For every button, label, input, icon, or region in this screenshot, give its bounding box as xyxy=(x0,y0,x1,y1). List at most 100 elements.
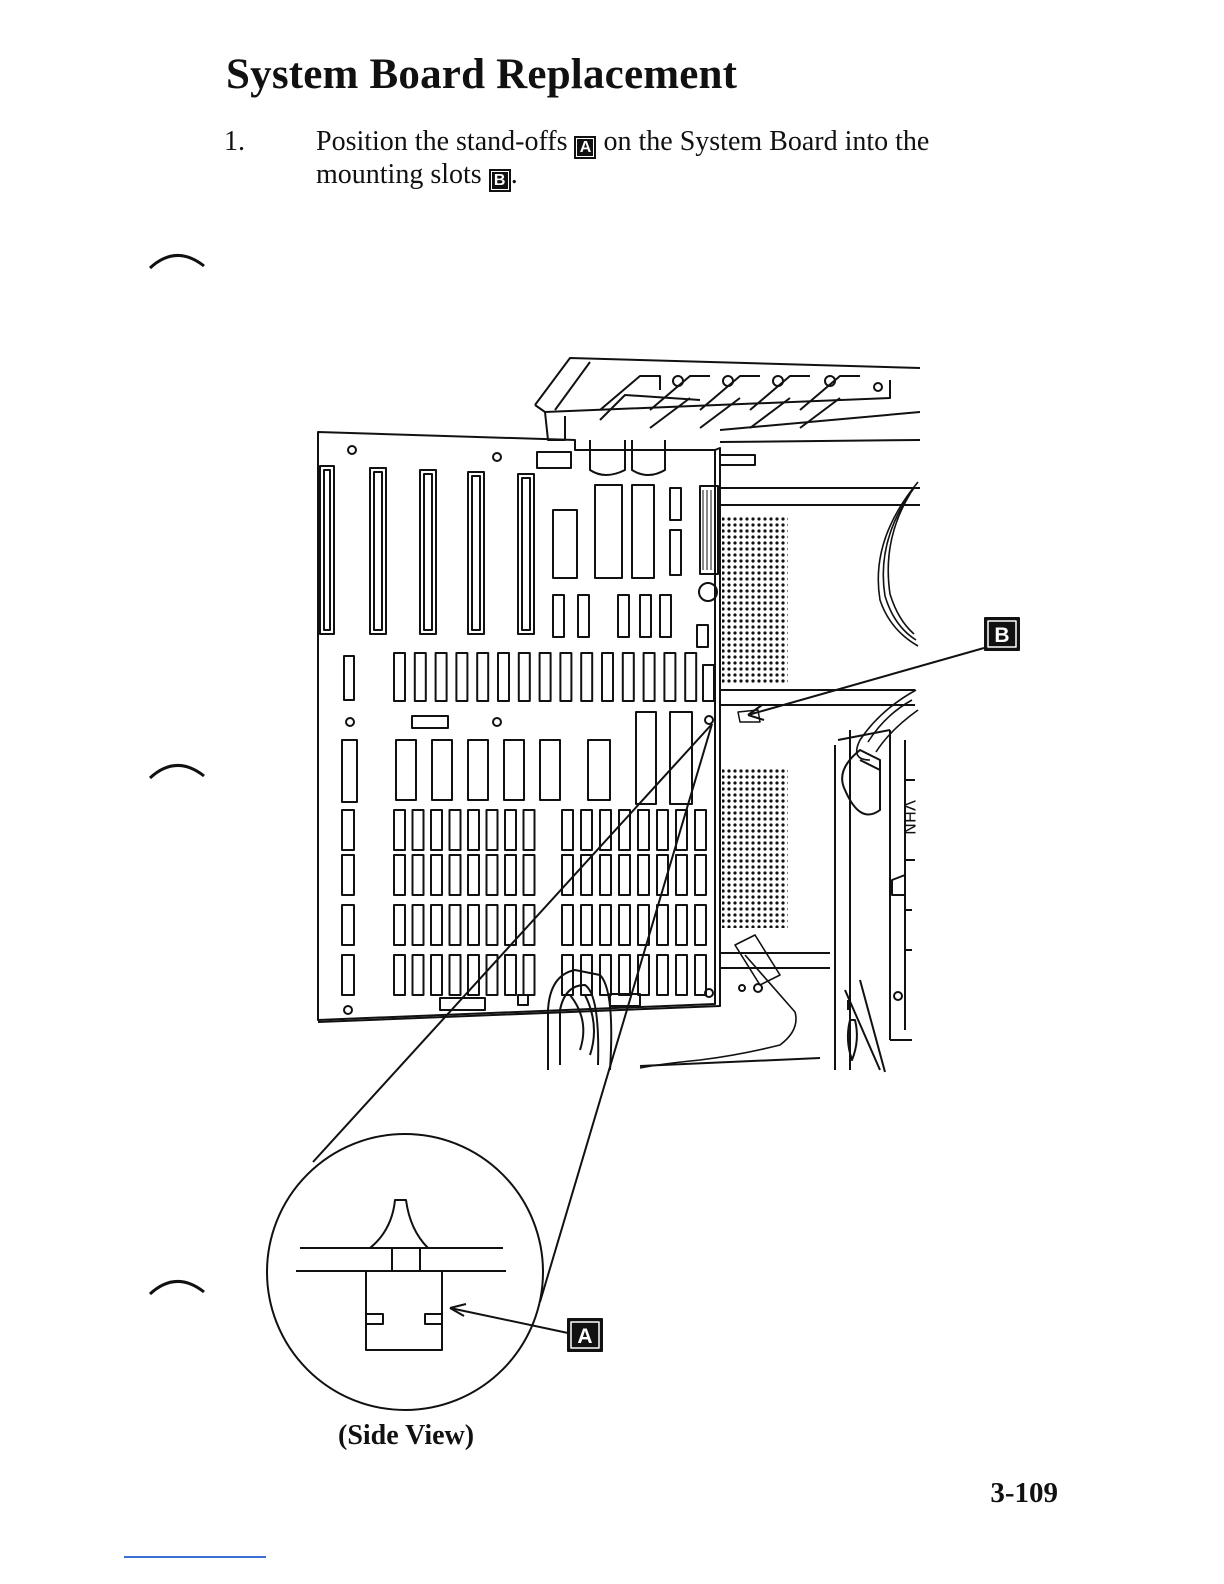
ic-chip xyxy=(456,653,467,701)
ic-chip xyxy=(450,955,461,995)
ic-chip xyxy=(524,855,535,895)
ic-chip xyxy=(600,905,611,945)
ic-chip xyxy=(412,716,448,728)
ic-chip xyxy=(562,905,573,945)
ic-chip xyxy=(394,653,405,701)
ic-chip xyxy=(664,653,675,701)
ic-chip xyxy=(697,625,708,647)
ic-chip xyxy=(619,955,630,995)
ic-chip xyxy=(581,810,592,850)
ic-chip xyxy=(524,810,535,850)
ic-chip xyxy=(431,855,442,895)
ic-chip xyxy=(600,855,611,895)
ic-chip xyxy=(504,740,524,800)
ic-chip xyxy=(562,810,573,850)
ic-chip xyxy=(440,998,485,1010)
ic-chip xyxy=(519,653,530,701)
ic-chip xyxy=(695,855,706,895)
ic-chip xyxy=(553,595,564,637)
callout-a-leader xyxy=(450,1304,568,1333)
ic-chip xyxy=(560,653,571,701)
ic-chip xyxy=(394,905,405,945)
ic-chip xyxy=(431,905,442,945)
ic-chip xyxy=(619,905,630,945)
ic-chip xyxy=(505,955,516,995)
ic-chip xyxy=(640,595,651,637)
ic-chip xyxy=(695,810,706,850)
svg-text:VHN: VHN xyxy=(900,800,919,835)
bottom-rule xyxy=(124,1556,266,1558)
vent-grille-lower xyxy=(722,768,788,928)
ic-chip xyxy=(436,653,447,701)
ic-chip xyxy=(618,595,629,637)
ic-chip xyxy=(487,905,498,945)
ic-chip xyxy=(562,855,573,895)
ic-chip xyxy=(540,740,560,800)
ic-chip xyxy=(505,855,516,895)
ic-chip xyxy=(413,905,424,945)
ic-chip xyxy=(660,595,671,637)
ic-chip xyxy=(695,955,706,995)
ic-chip xyxy=(450,855,461,895)
ic-chip xyxy=(505,810,516,850)
ic-chip xyxy=(413,810,424,850)
card-guide-bracket xyxy=(535,358,920,442)
ic-chip xyxy=(644,653,655,701)
ic-chip xyxy=(518,995,528,1005)
ic-chip xyxy=(578,595,589,637)
ic-chip xyxy=(394,810,405,850)
ic-chip xyxy=(450,905,461,945)
page-number: 3-109 xyxy=(990,1477,1058,1510)
ic-chip xyxy=(415,653,426,701)
side-view-magnifier xyxy=(267,1134,543,1410)
ic-chip xyxy=(498,653,509,701)
ic-chip xyxy=(638,955,649,995)
expansion-slots xyxy=(320,466,534,634)
ic-chip xyxy=(468,905,479,945)
ic-chip xyxy=(394,855,405,895)
figure-callout-a: A xyxy=(568,1319,602,1351)
ic-chip xyxy=(477,653,488,701)
ic-chip xyxy=(342,855,354,895)
figure-caption: (Side View) xyxy=(338,1420,474,1452)
ic-chip xyxy=(619,855,630,895)
ic-chip xyxy=(344,656,354,700)
ic-chip xyxy=(487,810,498,850)
ic-chip xyxy=(581,955,592,995)
ic-chip xyxy=(450,810,461,850)
ic-chip xyxy=(638,855,649,895)
ic-chip xyxy=(657,905,668,945)
ic-chip xyxy=(623,653,634,701)
ic-chip xyxy=(394,955,405,995)
ic-chip xyxy=(396,740,416,800)
ic-chip xyxy=(676,955,687,995)
ic-chip xyxy=(676,855,687,895)
figure-callout-b-label: B xyxy=(994,624,1009,647)
ic-chip-array xyxy=(342,595,714,1010)
figure-callout-a-label: A xyxy=(577,1325,592,1348)
ic-chip xyxy=(487,855,498,895)
ic-chip xyxy=(468,740,488,800)
ic-chip xyxy=(432,740,452,800)
ic-chip xyxy=(581,653,592,701)
ic-chip xyxy=(413,855,424,895)
ic-chip xyxy=(342,740,357,802)
ic-chip xyxy=(703,665,714,701)
ic-chip xyxy=(413,955,424,995)
binder-marks xyxy=(150,255,204,1294)
ic-chip xyxy=(342,955,354,995)
ic-chip xyxy=(581,905,592,945)
ic-chip xyxy=(540,653,551,701)
fan-assembly xyxy=(548,970,611,1070)
ic-chip xyxy=(676,905,687,945)
ic-chip xyxy=(468,810,479,850)
ic-chip xyxy=(657,955,668,995)
ic-chip xyxy=(695,905,706,945)
ic-chip xyxy=(524,955,535,995)
ic-chip xyxy=(342,810,354,850)
figure-callout-b: B xyxy=(985,618,1019,650)
ic-chip xyxy=(600,955,611,995)
ic-chip xyxy=(342,905,354,945)
ic-chip xyxy=(685,653,696,701)
